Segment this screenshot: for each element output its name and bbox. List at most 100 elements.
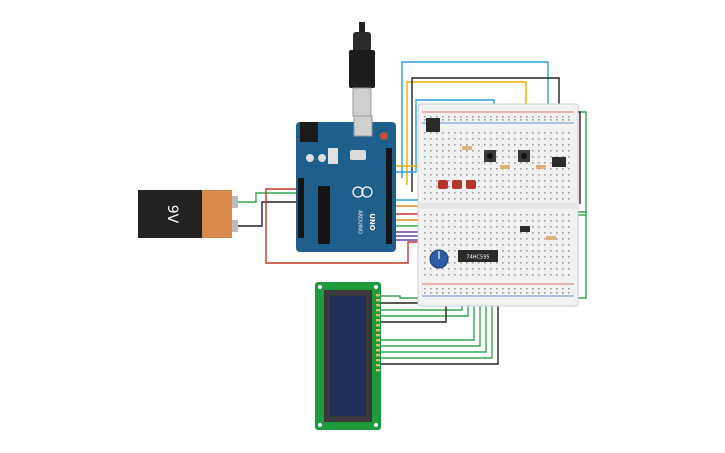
breadboard-hole — [508, 119, 510, 121]
led-1[interactable] — [438, 180, 448, 189]
breadboard-hole — [478, 220, 480, 222]
resistor-4[interactable] — [546, 236, 556, 240]
breadboard-hole — [466, 138, 468, 140]
breadboard-hole — [496, 214, 498, 216]
breadboard-hole — [502, 288, 504, 290]
breadboard-hole — [466, 262, 468, 264]
shift-register-chip[interactable] — [458, 250, 498, 262]
lcd-pin — [376, 334, 380, 337]
breadboard-hole — [430, 156, 432, 158]
breadboard[interactable] — [417, 103, 579, 307]
wire-battery-green[interactable] — [238, 192, 300, 203]
breadboard-hole — [532, 274, 534, 276]
breadboard-hole — [490, 198, 492, 200]
breadboard-hole — [502, 220, 504, 222]
breadboard-hole — [454, 168, 456, 170]
breadboard-hole — [520, 198, 522, 200]
battery-9v[interactable]: 9V — [138, 190, 238, 238]
breadboard-hole — [562, 214, 564, 216]
breadboard-hole — [424, 174, 426, 176]
breadboard-hole — [562, 268, 564, 270]
breadboard-hole — [496, 168, 498, 170]
breadboard-hole — [424, 244, 426, 246]
breadboard-hole — [550, 162, 552, 164]
breadboard-hole — [466, 292, 468, 294]
breadboard-hole — [520, 220, 522, 222]
sensor-module[interactable] — [426, 118, 440, 132]
lcd-pin — [376, 304, 380, 307]
breadboard-hole — [430, 214, 432, 216]
breadboard-hole — [490, 162, 492, 164]
breadboard-hole — [448, 162, 450, 164]
breadboard-hole — [472, 168, 474, 170]
breadboard-hole — [496, 119, 498, 121]
breadboard-hole — [496, 232, 498, 234]
wire-lcd-1[interactable] — [380, 295, 420, 299]
breadboard-hole — [562, 186, 564, 188]
breadboard-hole — [502, 116, 504, 118]
breadboard-hole — [436, 238, 438, 240]
breadboard-hole — [460, 174, 462, 176]
wire-black-top[interactable] — [411, 77, 560, 192]
breadboard-hole — [538, 186, 540, 188]
breadboard-hole — [454, 174, 456, 176]
breadboard-hole — [556, 132, 558, 134]
breadboard-hole — [466, 192, 468, 194]
breadboard-hole — [520, 292, 522, 294]
breadboard-hole — [550, 168, 552, 170]
wire-blue-top[interactable] — [401, 61, 549, 178]
reset-button[interactable] — [380, 132, 388, 140]
breadboard-hole — [568, 168, 570, 170]
breadboard-hole — [550, 144, 552, 146]
breadboard-hole — [544, 268, 546, 270]
breadboard-hole — [550, 256, 552, 258]
crystal — [328, 148, 338, 164]
usb-cable[interactable] — [349, 22, 375, 117]
breadboard-hole — [466, 288, 468, 290]
breadboard-hole — [532, 268, 534, 270]
small-ic[interactable] — [552, 157, 566, 167]
breadboard-hole — [514, 288, 516, 290]
breadboard-hole — [568, 268, 570, 270]
breadboard-hole — [526, 262, 528, 264]
breadboard-hole — [466, 116, 468, 118]
breadboard-hole — [562, 119, 564, 121]
breadboard-hole — [442, 144, 444, 146]
breadboard-hole — [460, 156, 462, 158]
wire-yellow-top[interactable] — [406, 81, 527, 185]
breadboard-hole — [502, 186, 504, 188]
breadboard-hole — [538, 220, 540, 222]
breadboard-hole — [478, 186, 480, 188]
breadboard-hole — [532, 288, 534, 290]
wire-battery-black[interactable] — [238, 201, 300, 227]
breadboard-hole — [496, 198, 498, 200]
breadboard-hole — [430, 150, 432, 152]
breadboard-hole — [556, 138, 558, 140]
breadboard-center-channel — [418, 203, 578, 209]
wire-red-power[interactable] — [265, 188, 424, 264]
breadboard-hole — [532, 250, 534, 252]
breadboard-hole — [514, 244, 516, 246]
breadboard-hole — [472, 288, 474, 290]
breadboard-hole — [544, 150, 546, 152]
lcd-mount-hole-1 — [318, 285, 322, 289]
breadboard-hole — [442, 220, 444, 222]
led-3[interactable] — [466, 180, 476, 189]
breadboard-hole — [490, 262, 492, 264]
resistor-2[interactable] — [500, 165, 510, 169]
resistor-1[interactable] — [462, 146, 472, 150]
arduino-uno[interactable]: UNO ARDUINO — [296, 115, 396, 252]
breadboard-hole — [460, 198, 462, 200]
breadboard-hole — [538, 238, 540, 240]
led-2[interactable] — [452, 180, 462, 189]
resistor-3[interactable] — [536, 165, 546, 169]
breadboard-hole — [442, 214, 444, 216]
lcd-display[interactable] — [315, 282, 381, 430]
breadboard-hole — [436, 274, 438, 276]
transistor[interactable] — [520, 226, 530, 232]
breadboard-hole — [454, 232, 456, 234]
breadboard-hole — [508, 274, 510, 276]
breadboard-hole — [538, 132, 540, 134]
breadboard-hole — [478, 180, 480, 182]
breadboard-hole — [532, 150, 534, 152]
